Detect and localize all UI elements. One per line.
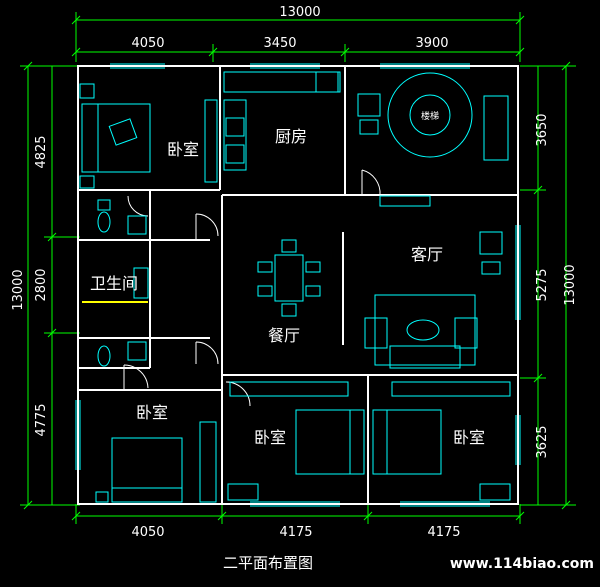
dim-right-2: 5275	[535, 268, 550, 301]
room-label-stairs: 楼梯	[421, 110, 439, 122]
dim-bottom-1: 4050	[131, 525, 164, 540]
dim-right-total: 13000	[563, 264, 578, 305]
dim-bottom-2: 4175	[279, 525, 312, 540]
dim-top-3: 3900	[415, 36, 448, 51]
dim-left-3: 4775	[34, 403, 49, 436]
watermark-text: www.114biao.com	[450, 556, 594, 572]
dim-left-total: 13000	[11, 269, 26, 310]
dim-left-2: 2800	[34, 268, 49, 301]
room-label-bedroom-bottom-right: 卧室	[453, 428, 485, 447]
dim-top-total: 13000	[279, 5, 320, 20]
room-label-living-room: 客厅	[411, 245, 443, 264]
dim-left-1: 4825	[34, 135, 49, 168]
dim-bottom-3: 4175	[427, 525, 460, 540]
room-label-bedroom-bottom-left: 卧室	[136, 403, 168, 422]
dim-top-2: 3450	[263, 36, 296, 51]
room-label-bathroom: 卫生间	[90, 274, 138, 293]
dim-right-1: 3650	[535, 113, 550, 146]
room-label-kitchen: 厨房	[275, 127, 307, 146]
dim-right-3: 3625	[535, 425, 550, 458]
walls	[77, 65, 519, 505]
windows	[75, 63, 521, 507]
furniture	[79, 71, 511, 503]
room-label-bedroom-bottom-mid: 卧室	[254, 428, 286, 447]
doors	[123, 169, 381, 407]
drawing-title: 二平面布置图	[223, 554, 313, 572]
room-label-dining-room: 餐厅	[268, 326, 300, 345]
dim-top-1: 4050	[131, 36, 164, 51]
room-label-bedroom-top-left: 卧室	[167, 140, 199, 159]
dimension-lines	[20, 12, 576, 524]
